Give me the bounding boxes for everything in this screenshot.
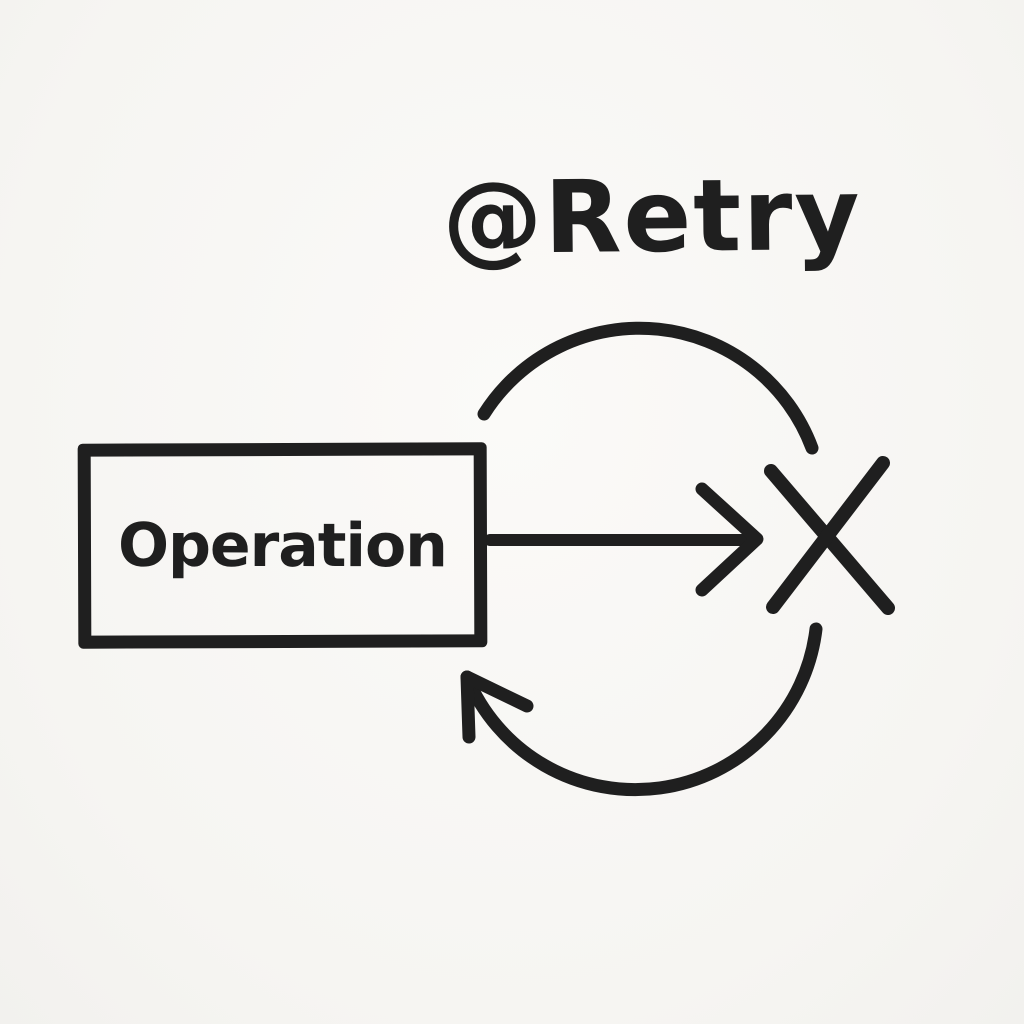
operation-node: Operation (77, 442, 488, 649)
retry-loop-top-arc-icon (477, 321, 819, 455)
failure-x-icon (764, 456, 895, 615)
operation-node-label: Operation (117, 510, 448, 581)
retry-annotation-label: @Retry (441, 155, 863, 278)
flow-arrow-head-icon (695, 482, 764, 597)
failure-x-stroke-2 (766, 456, 890, 614)
retry-loop-arrowhead-icon (460, 670, 534, 744)
retry-loop-bottom-arc-icon (460, 622, 823, 797)
